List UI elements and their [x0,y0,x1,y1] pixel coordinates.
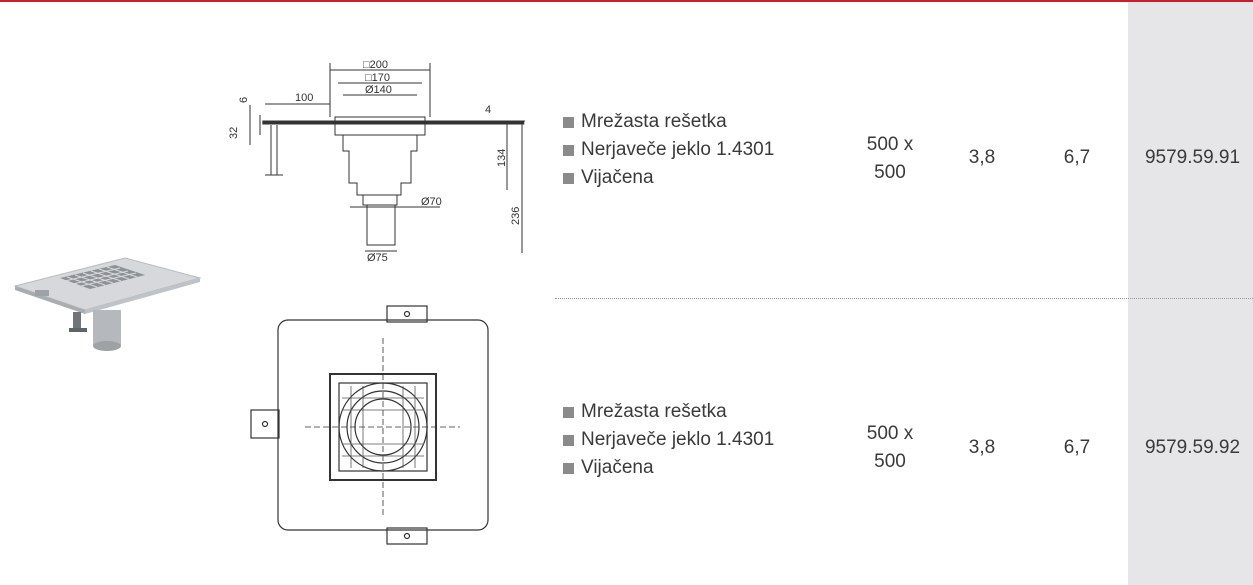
plan-drawing [250,305,489,545]
feature-list-row-2: Mrežasta rešetka Nerjaveče jeklo 1.4301 … [563,398,774,482]
square-bullet-icon [563,172,574,184]
feature-item: Vijačena [563,454,774,482]
feature-item: Nerjaveče jeklo 1.4301 [563,136,774,164]
row-separator [555,298,1253,299]
square-bullet-icon [563,462,574,474]
section-drawing: □200 □170 Ø140 100 6 32 4 134 236 Ø70 Ø7… [228,59,525,264]
dimension-label: Ø70 [421,196,442,208]
value-b-cell: 6,7 [1063,437,1091,458]
dimension-label: □200 [363,59,388,71]
feature-item: Vijačena [563,164,774,192]
feature-item: Mrežasta rešetka [563,398,774,426]
square-bullet-icon [563,116,574,128]
dimension-label: 236 [510,207,522,225]
value-a-cell: 3,8 [968,147,996,168]
size-cell: 500 x 500 [866,134,914,183]
dimension-label: 100 [295,92,313,104]
square-bullet-icon [563,144,574,156]
article-number: 9579.59.92 [1144,437,1241,458]
dimension-label: 4 [485,104,491,116]
value-a-cell: 3,8 [968,437,996,458]
feature-item: Nerjaveče jeklo 1.4301 [563,426,774,454]
feature-list-row-1: Mrežasta rešetka Nerjaveče jeklo 1.4301 … [563,108,774,192]
square-bullet-icon [563,406,574,418]
dimension-label: Ø75 [367,252,388,264]
feature-item: Mrežasta rešetka [563,108,774,136]
size-cell: 500 x 500 [866,423,914,472]
top-red-rule [0,0,1253,2]
dimension-label: □170 [365,72,390,84]
dimension-label: 134 [496,149,508,167]
dimension-label: 6 [238,97,250,103]
article-column-background [1128,2,1253,585]
value-b-cell: 6,7 [1063,147,1091,168]
square-bullet-icon [563,434,574,446]
dimension-label: Ø140 [365,84,392,96]
article-number: 9579.59.91 [1144,147,1241,168]
dimension-label: 32 [228,127,240,139]
product-photo [13,257,202,351]
